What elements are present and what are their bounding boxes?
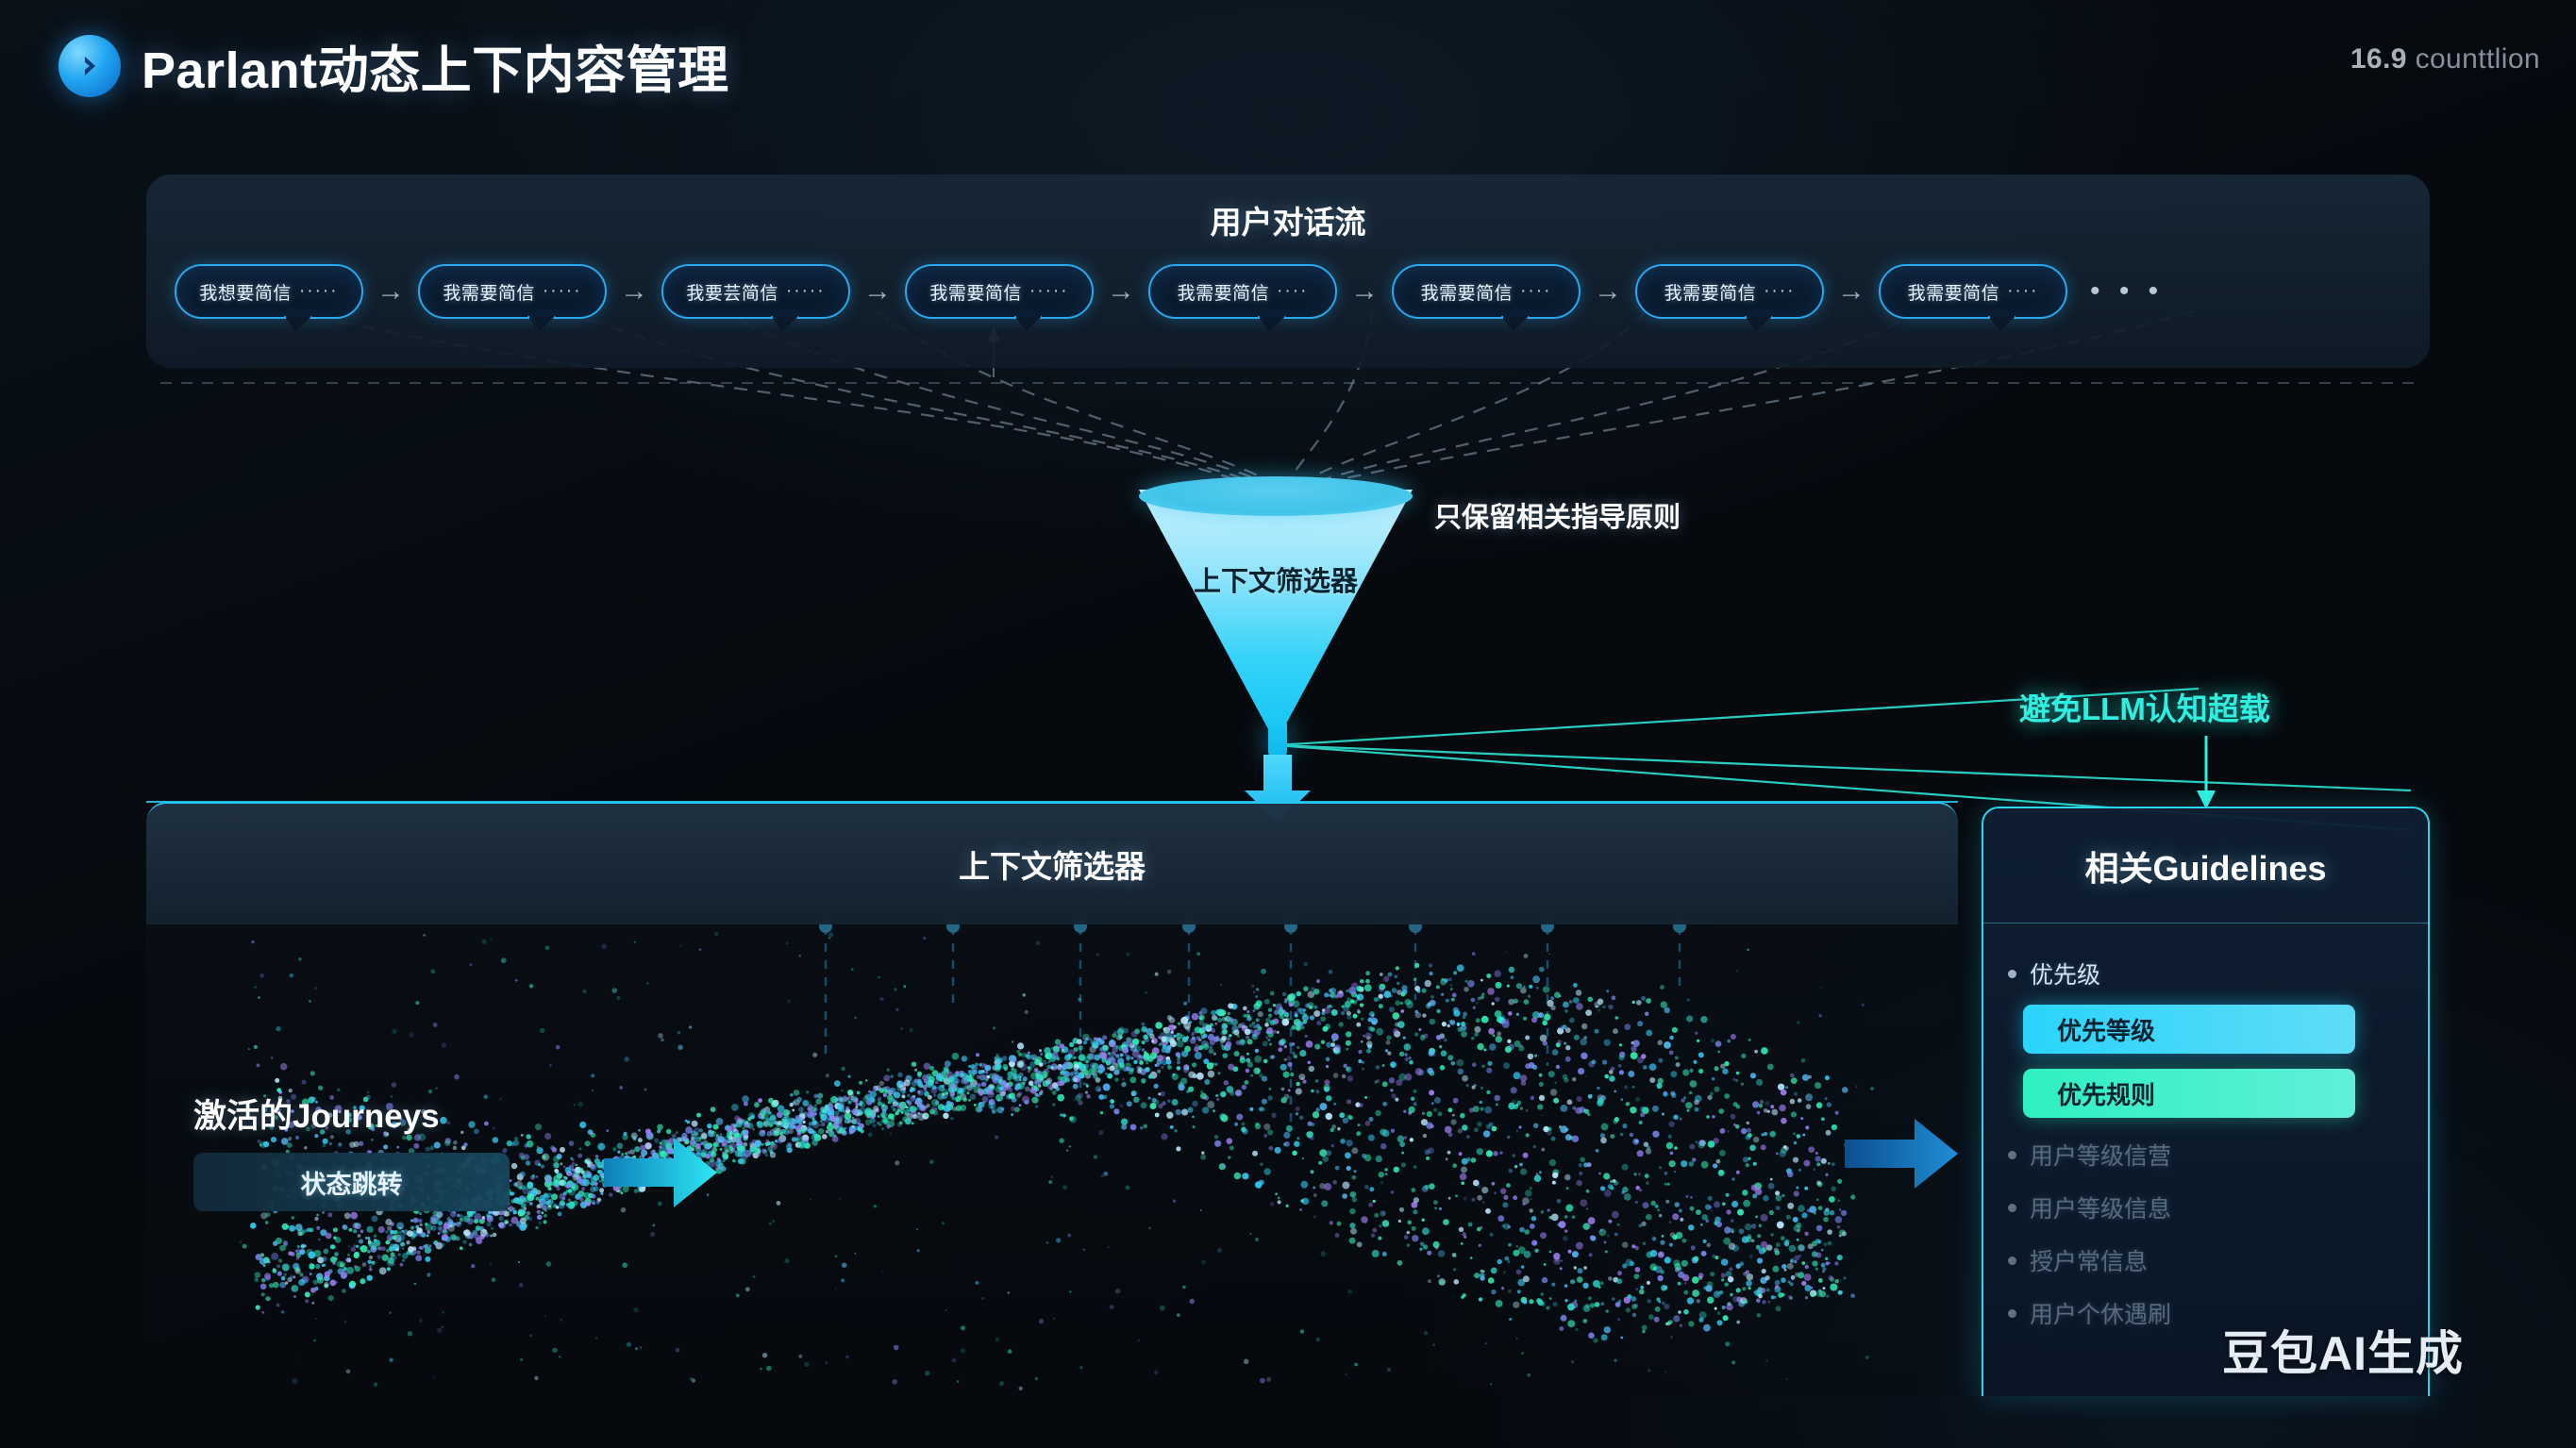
guideline-list-item[interactable]: 用户等级信息	[2008, 1186, 2403, 1229]
conversation-bubble[interactable]: 我想要简信 ·····	[175, 264, 363, 319]
conversation-bubble[interactable]: 我需要简信 ·····	[905, 264, 1094, 319]
conversation-bubble-body[interactable]: 我需要简信 ····	[1635, 264, 1824, 319]
conversation-bubble-dots: ·····	[1029, 281, 1069, 301]
top-watermark: 16.9 counttlion	[2350, 43, 2540, 75]
bottom-watermark: 豆包AI生成	[2222, 1327, 2464, 1380]
bullet-dot-icon	[2008, 969, 2016, 978]
bubble-arrow-icon: →	[1837, 275, 1865, 307]
conversation-bubble-body[interactable]: 我想要简信 ·····	[175, 264, 363, 319]
conversation-bubble-text: 我想要简信	[199, 283, 292, 304]
conversation-bubble-body[interactable]: 我需要简信 ·····	[905, 264, 1094, 319]
conversation-bubble[interactable]: 我需要简信 ····	[1392, 264, 1581, 319]
activated-journeys-label: 激活的Journeys	[193, 1098, 440, 1135]
conversation-bubble-dots: ····	[1277, 281, 1309, 301]
conversation-bubble-text: 我需要简信	[443, 283, 535, 304]
watermark-label: counttlion	[2415, 43, 2540, 75]
conversation-bubble-dots: ·····	[542, 281, 582, 301]
bubble-arrow-icon: →	[1350, 275, 1379, 307]
conversation-bubble[interactable]: 我需要简信 ·····	[418, 264, 607, 319]
watermark-number: 16.9	[2350, 43, 2407, 75]
funnel-stem	[1268, 724, 1287, 759]
relevant-guidelines-title: 相关Guidelines	[1983, 808, 2428, 924]
funnel-rim	[1139, 476, 1413, 516]
guideline-list-item-label: 用户个休遇刷	[2030, 1302, 2172, 1328]
bubble-arrow-icon: →	[620, 275, 648, 307]
conversation-bubble-dots: ····	[2007, 281, 2039, 301]
conversation-bubble[interactable]: 我需要简信 ····	[1635, 264, 1824, 319]
relevant-guidelines-list: 优先级优先等级优先规则用户等级信营用户等级信息授户常信息用户个休遇刷	[1983, 924, 2428, 1335]
conversation-bubble-text: 我需要简信	[1907, 283, 2000, 304]
conversation-bubble-body[interactable]: 我需要简信 ····	[1392, 264, 1581, 319]
guideline-pill[interactable]: 优先规则	[2023, 1069, 2355, 1118]
context-filter-panel: 上下文筛选器	[146, 802, 1958, 1396]
guideline-pill[interactable]: 优先等级	[2023, 1005, 2355, 1054]
avoid-overload-note: 避免LLM认知超载	[2019, 691, 2270, 726]
relevant-guidelines-panel: 相关Guidelines 优先级优先等级优先规则用户等级信营用户等级信息授户常信…	[1982, 807, 2430, 1396]
bullet-dot-icon	[2008, 1308, 2016, 1318]
bullet-dot-icon	[2008, 1256, 2016, 1265]
page-header: Parlant动态上下内容管理	[59, 28, 729, 103]
particle-wave-field	[239, 932, 1875, 1390]
guideline-list-item[interactable]: 优先级	[2008, 952, 2403, 995]
journey-right-arrow-icon	[604, 1138, 717, 1207]
conversation-bubble-body[interactable]: 我需要简信 ····	[1148, 264, 1337, 319]
conversation-bubble-dots: ····	[1764, 281, 1796, 301]
bubble-arrow-icon: →	[1594, 275, 1622, 307]
conversation-bubble-body[interactable]: 我需要简信 ·····	[418, 264, 607, 319]
context-filter-funnel: 上下文筛选器	[1139, 476, 1413, 759]
guideline-list-item[interactable]: 授户常信息	[2008, 1239, 2403, 1282]
guideline-pill-label: 优先等级	[2057, 1016, 2156, 1045]
bullet-dot-icon	[2008, 1150, 2016, 1159]
conversation-bubble-dots: ·····	[298, 281, 339, 301]
bubble-arrow-icon: →	[376, 275, 405, 307]
guidelines-right-arrow-icon	[1845, 1119, 1958, 1189]
guideline-list-item-label: 用户等级信营	[2030, 1143, 2172, 1170]
funnel-label: 上下文筛选器	[1193, 567, 1358, 597]
conversation-bubble-body[interactable]: 我要芸简信 ·····	[661, 264, 850, 319]
conversation-bubble-text: 我需要简信	[1177, 283, 1270, 304]
conversation-bubble[interactable]: 我需要简信 ····	[1879, 264, 2067, 319]
guideline-list-item-label: 授户常信息	[2030, 1249, 2149, 1275]
funnel-note: 只保留相关指导原则	[1434, 503, 1681, 533]
conversation-bubble-text: 我需要简信	[1664, 283, 1757, 304]
context-filter-header: 上下文筛选器	[146, 804, 1958, 924]
conversation-bubble-row: 我想要简信 ····· → 我需要简信 ····· → 我要芸简信 ····· → 我需要简信 ··…	[175, 264, 2411, 319]
journey-state-pill[interactable]: 状态跳转	[193, 1153, 510, 1211]
context-filter-header-title: 上下文筛选器	[959, 849, 1146, 884]
bubble-arrow-icon: →	[1107, 275, 1135, 307]
conversation-bubble-body[interactable]: 我需要简信 ····	[1879, 264, 2067, 319]
conversation-flow-title: 用户对话流	[1210, 205, 1366, 240]
bullet-dot-icon	[2008, 1203, 2016, 1212]
conversation-bubble-text: 我需要简信	[929, 283, 1022, 304]
guideline-pill-label: 优先规则	[2057, 1080, 2156, 1109]
journey-state-pill-label: 状态跳转	[300, 1170, 403, 1199]
guideline-list-item[interactable]: 用户个休遇刷	[2008, 1291, 2403, 1335]
guideline-list-item-label: 用户等级信息	[2030, 1196, 2172, 1223]
conversation-bubble[interactable]: 我需要简信 ····	[1148, 264, 1337, 319]
chevron-right-circle-icon	[59, 34, 121, 97]
page-title: Parlant动态上下内容管理	[142, 42, 729, 99]
conversation-bubble-text: 我要芸简信	[686, 283, 778, 304]
conversation-bubble[interactable]: 我要芸简信 ·····	[661, 264, 850, 319]
conversation-bubble-text: 我需要简信	[1420, 283, 1514, 304]
conversation-flow-panel: 用户对话流 我想要简信·····→我需要简信·····→我要芸简信·····→我…	[146, 175, 2430, 368]
funnel-cone	[1139, 490, 1413, 733]
conversation-bubble-dots: ····	[1520, 281, 1552, 301]
guideline-list-item[interactable]: 用户等级信营	[2008, 1133, 2403, 1176]
conversation-trailing-ellipsis: • • •	[2090, 275, 2165, 307]
bubble-arrow-icon: →	[863, 275, 892, 307]
guideline-list-item-label: 优先级	[2030, 962, 2101, 989]
conversation-bubble-dots: ·····	[785, 281, 826, 301]
